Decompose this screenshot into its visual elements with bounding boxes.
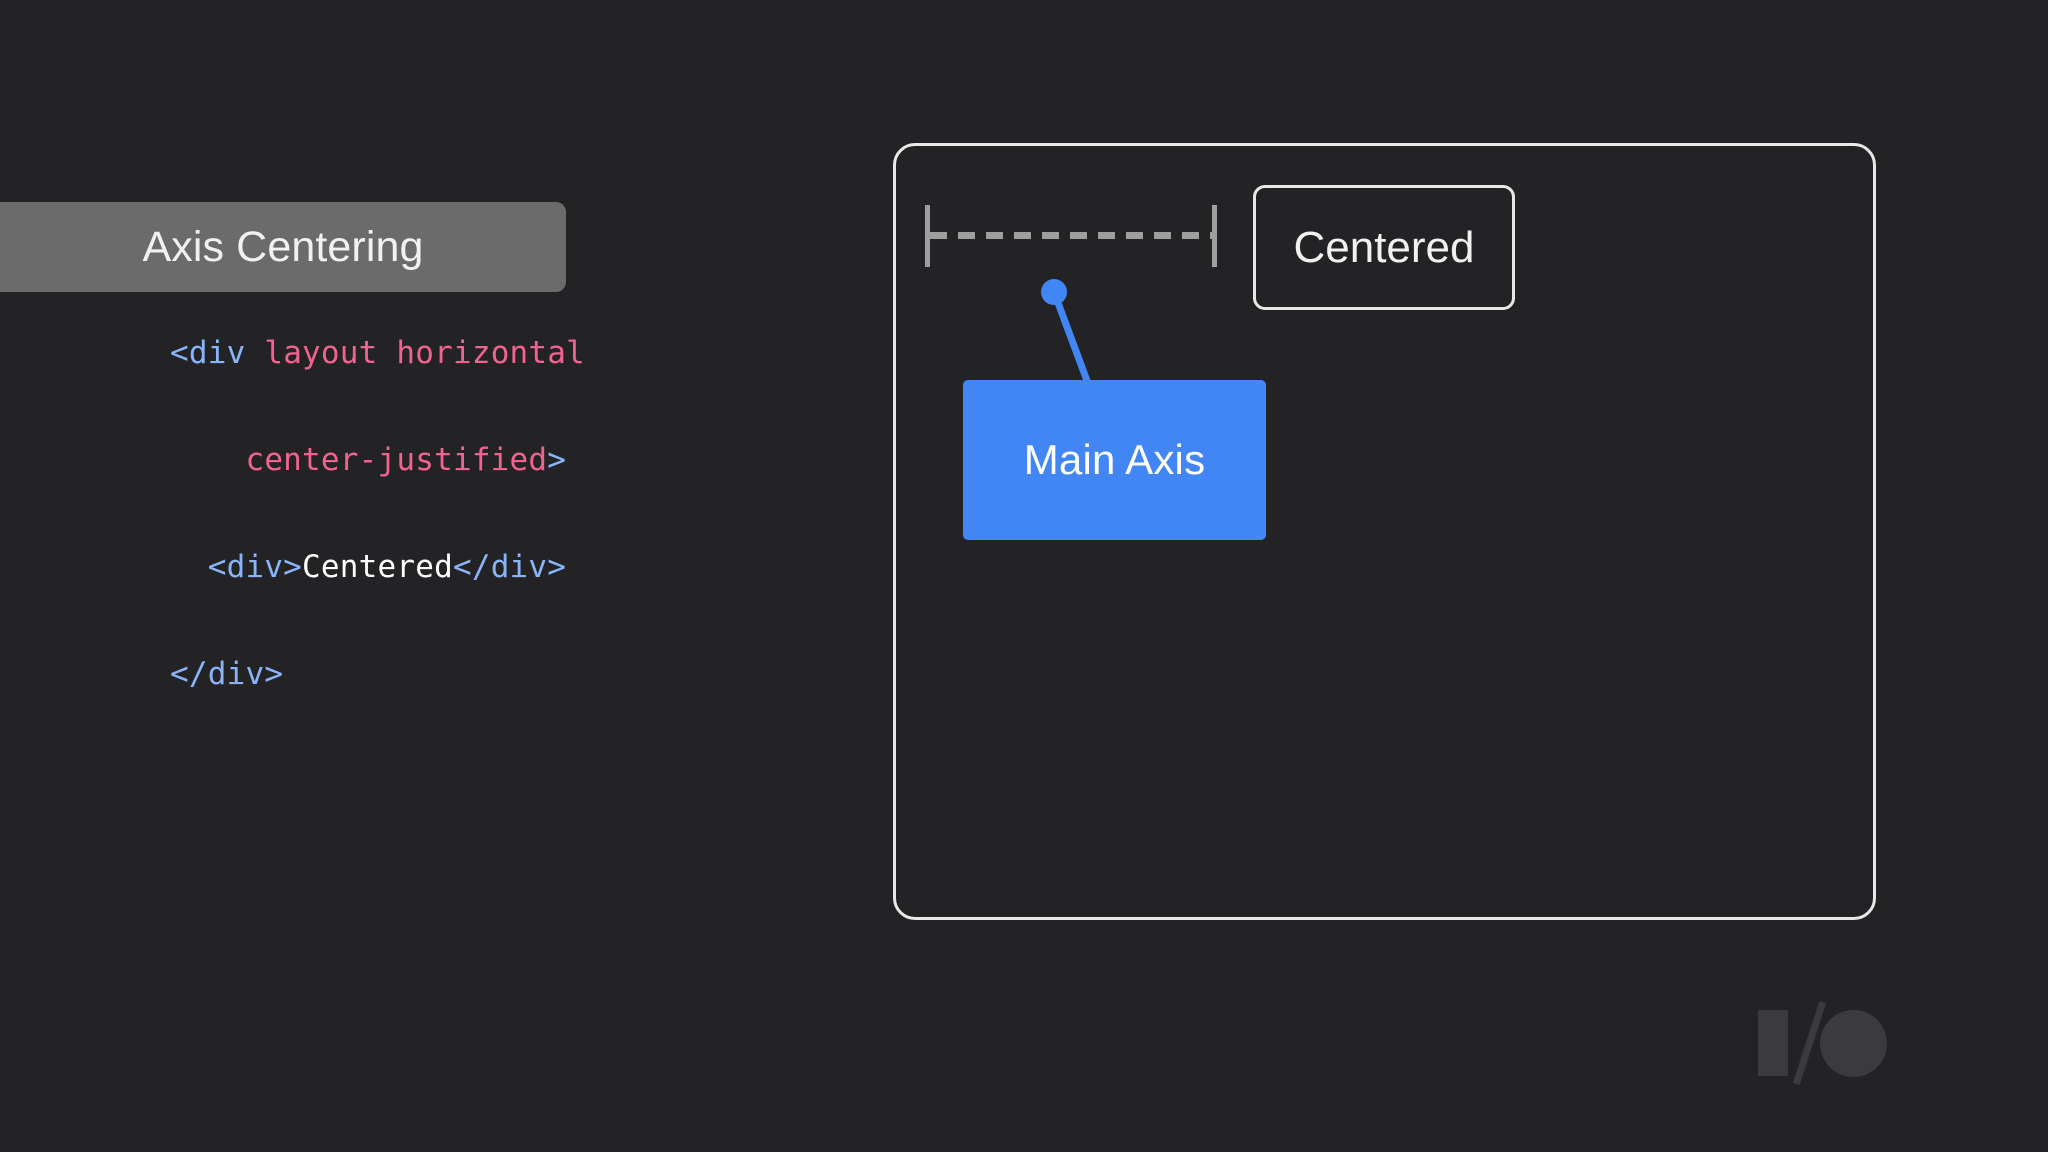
code-sample: <div layout horizontal center-justified>… (170, 327, 585, 702)
main-axis-callout: Main Axis (963, 380, 1266, 540)
code-token-tag: </div> (170, 656, 284, 692)
logo-o-circle-icon (1820, 1010, 1887, 1077)
code-token-attribute: layout horizontal (264, 335, 586, 371)
code-token-tag: <div (170, 335, 265, 371)
code-token-text: Centered (302, 549, 453, 585)
google-io-logo (1758, 1000, 1888, 1086)
code-line: <div>Centered</div> (170, 541, 585, 595)
axis-cap-left-icon (925, 205, 930, 267)
centered-chip-label: Centered (1293, 222, 1475, 272)
slide-title-banner: Axis Centering (0, 202, 566, 292)
code-token-tag: <div> (170, 549, 303, 585)
logo-i-bar-icon (1758, 1010, 1788, 1076)
code-token-tag: > (547, 442, 567, 478)
page-title: Axis Centering (142, 222, 424, 271)
main-axis-measure-rule (925, 205, 1217, 267)
centered-chip: Centered (1253, 185, 1515, 310)
code-token-tag: </div> (452, 549, 567, 585)
main-axis-callout-label: Main Axis (1023, 436, 1206, 483)
code-line: </div> (170, 648, 585, 702)
demo-panel (893, 143, 1876, 920)
code-line: center-justified> (170, 434, 585, 488)
code-token-attribute: center-justified (170, 442, 548, 478)
axis-cap-right-icon (1212, 205, 1217, 267)
code-line: <div layout horizontal (170, 327, 585, 381)
axis-dashed-line (930, 232, 1212, 239)
